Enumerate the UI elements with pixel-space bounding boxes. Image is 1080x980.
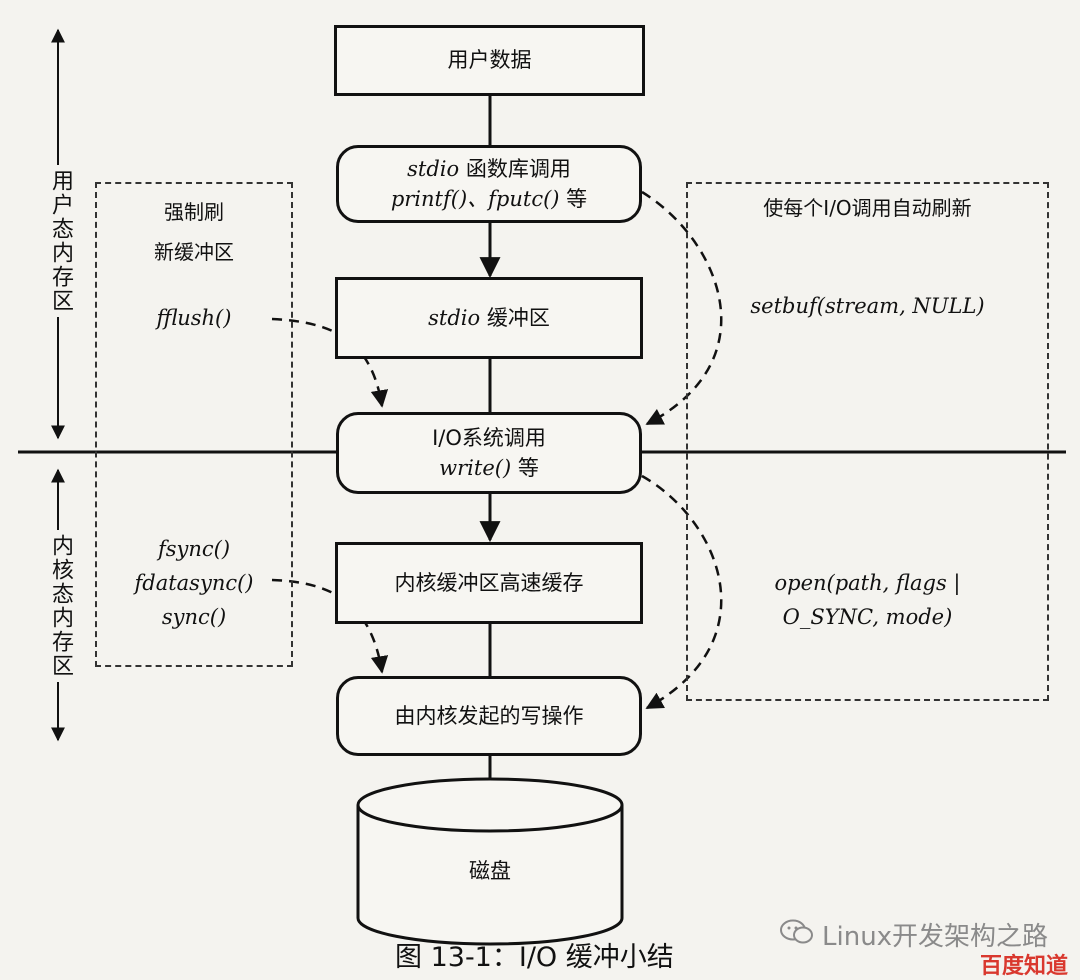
user-data-label: 用户数据 [447,48,532,73]
open-line2: O_SYNC, mode) [782,605,953,629]
user-space-label: 用户态内存区 [44,165,76,317]
kernel-space-label: 内核态内存区 [44,530,76,682]
disk-label: 磁盘 [469,859,511,883]
fflush-label: fflush() [156,306,232,330]
syscall-box: I/O系统调用 write() 等 [336,412,642,494]
force-flush-title-line1: 强制刷 [164,200,224,224]
stdio-functions: printf()、fputc() [390,187,560,211]
figure-caption: 图 13-1：I/O 缓冲小结 [395,942,674,973]
fsync-dashed-arrow [271,578,389,674]
open-call-label: open(path, flags | O_SYNC, mode) [686,566,1049,634]
stdio-library-line1: stdio 函数库调用 [407,154,571,184]
kernel-write-box: 由内核发起的写操作 [336,676,642,756]
baidu-zhidao-mark: 百度知道 [980,954,1069,979]
stdio-buffer-label: 缓冲区 [480,305,550,330]
syscall-etc: 等 [511,456,539,480]
syscall-label: I/O系统调用 [432,425,546,450]
open-line1: open(path, flags | [774,571,961,595]
syscall-line2: write() 等 [439,453,539,483]
stdio-library-label: 函数库调用 [459,156,571,181]
write-function: write() [439,456,512,480]
wechat-icon [780,918,814,946]
stdio-etc: 等 [559,187,588,211]
force-flush-region [95,182,293,667]
force-flush-title-line2: 新缓冲区 [154,240,234,264]
auto-flush-region [686,182,1049,701]
force-flush-title: 强制刷 新缓冲区 [95,192,293,272]
stdio-library-box: stdio 函数库调用 printf()、fputc() 等 [336,145,642,223]
kernel-flush-functions: fsync() fdatasync() sync() [95,532,293,634]
stdio-library-line2: printf()、fputc() 等 [391,184,587,214]
stdio-buffer-keyword: stdio [428,305,481,330]
sync-label: sync() [161,605,227,629]
stdio-buffer-text: stdio 缓冲区 [428,303,550,333]
kernel-cache-label: 内核缓冲区高速缓存 [394,570,584,595]
disk-cylinder [356,777,624,946]
fflush-dashed-arrow [271,317,389,408]
auto-flush-title: 使每个I/O调用自动刷新 [763,196,972,220]
stdio-keyword: stdio [407,156,460,181]
kernel-write-label: 由内核发起的写操作 [394,703,584,728]
setbuf-label: setbuf(stream, NULL) [750,294,985,318]
fdatasync-label: fdatasync() [134,571,254,595]
stdio-buffer-box: stdio 缓冲区 [335,277,643,359]
kernel-cache-box: 内核缓冲区高速缓存 [335,542,643,624]
watermark-text: Linux开发架构之路 [822,922,1049,952]
fsync-label: fsync() [157,537,231,561]
user-data-box: 用户数据 [334,25,645,96]
